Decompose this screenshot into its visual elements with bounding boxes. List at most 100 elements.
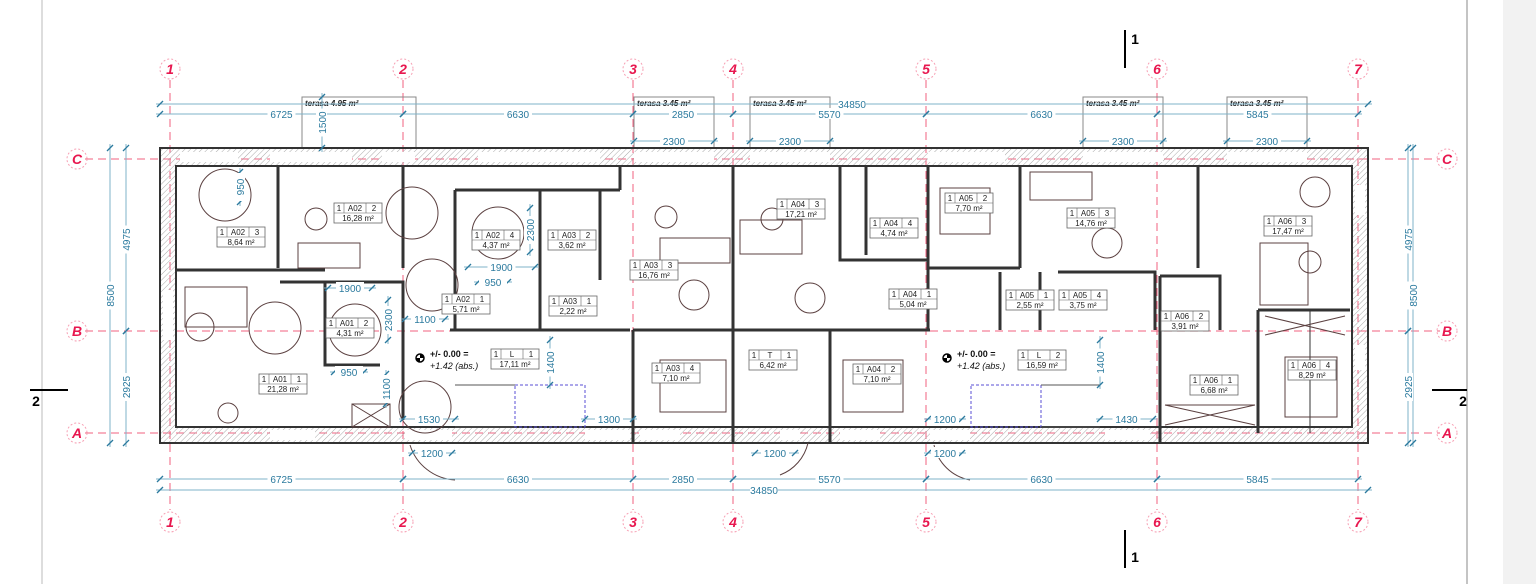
dimension-label-bg (660, 135, 688, 146)
axis-label-3: 3 (629, 514, 637, 530)
dimension-label-bg (761, 447, 789, 458)
room-number: 1 (1044, 291, 1049, 300)
room-area: 16,59 m² (1026, 361, 1058, 370)
dimension-tick (399, 110, 407, 118)
axis-label-4: 4 (728, 514, 737, 530)
axis-bubble (1146, 511, 1168, 533)
room-floor: 1 (1193, 376, 1198, 385)
axis-bubble (722, 58, 744, 80)
dimension-label-bg (504, 108, 532, 119)
dimension-tick (318, 144, 326, 152)
terrace-outline (749, 96, 831, 148)
dimension-label: 2850 (672, 110, 695, 121)
dimension-label: 8500 (1409, 284, 1420, 307)
room-number: 1 (787, 351, 792, 360)
dimension-tick (464, 263, 472, 271)
axis-label-2: 2 (398, 61, 407, 77)
dimension-tick (826, 137, 834, 145)
room-number: 4 (1097, 291, 1102, 300)
room-tag-dividers (1018, 350, 1066, 361)
room-unit: A04 (791, 200, 806, 209)
room-unit: A03 (563, 297, 578, 306)
dimension-label: 1100 (382, 378, 393, 400)
dimension-label: 6725 (270, 475, 293, 486)
dimension-tick (1096, 336, 1104, 344)
level-marker-icon-fill (416, 354, 424, 362)
dimension-label-bg (544, 348, 555, 377)
axis-bubble (159, 58, 181, 80)
room-floor: 1 (1009, 291, 1014, 300)
dimension-tick (399, 475, 407, 483)
dimension-tick (384, 296, 392, 304)
room-area: 21,28 m² (267, 385, 299, 394)
room-floor: 1 (1021, 351, 1026, 360)
room-area: 4,74 m² (880, 229, 907, 238)
dimension-tick (156, 100, 164, 108)
axis-bubble (392, 58, 414, 80)
axis-label-3: 3 (629, 61, 637, 77)
dimension-tick (629, 110, 637, 118)
room-number: 2 (891, 365, 896, 374)
dimension-label-bg (1402, 373, 1413, 401)
dimension-label: 6630 (1030, 475, 1053, 486)
room-floor: 1 (445, 295, 450, 304)
room-floor: 1 (892, 290, 897, 299)
terrace-outline (1226, 96, 1308, 148)
dimension-tick (1159, 137, 1167, 145)
room-unit: A01 (273, 375, 288, 384)
room-number: 3 (815, 200, 820, 209)
dimension-label-bg (1402, 225, 1413, 254)
dimension-label-bg (1253, 135, 1281, 146)
room-tag-dividers (1059, 290, 1107, 301)
room-area: 16,28 m² (342, 214, 374, 223)
room-unit: A06 (1302, 361, 1317, 370)
dimension-label-bg (120, 225, 131, 254)
dimension-tick (581, 415, 589, 423)
dimension-label: 1500 (318, 111, 329, 134)
room-number: 2 (586, 231, 591, 240)
dimension-label-bg (415, 413, 443, 424)
dimension-label-bg (411, 313, 439, 324)
room-number: 4 (908, 219, 913, 228)
dimension-tick (1096, 415, 1104, 423)
axis-bubble (1436, 320, 1458, 342)
dimension-label: 1900 (339, 284, 362, 295)
dimension-label: 5570 (818, 110, 841, 121)
axis-bubble (1347, 58, 1369, 80)
dimension-tick (1364, 486, 1372, 494)
dimension-label: 1200 (934, 449, 957, 460)
room-tag-dividers (259, 374, 307, 385)
axis-label-A: A (71, 425, 82, 441)
dimension-label-bg (267, 473, 296, 484)
dimension-tick (318, 93, 326, 101)
dimension-label: 2300 (779, 137, 802, 148)
dimension-label: 1400 (546, 351, 557, 374)
axis-bubble (66, 148, 88, 170)
dimension-tick (1354, 110, 1362, 118)
room-area: 17,47 m² (1272, 227, 1304, 236)
room-unit: T (768, 351, 773, 360)
room-tag-dividers (442, 294, 490, 305)
room-floor: 1 (780, 200, 785, 209)
room-number: 4 (1326, 361, 1331, 370)
dimension-label-bg (669, 108, 697, 119)
wheelchair-turning-circle (198, 168, 252, 222)
level-absolute: +1.42 (abs.) (430, 361, 478, 371)
dimension-tick (526, 204, 534, 212)
dimension-tick (1096, 381, 1104, 389)
dimension-label-bg (487, 261, 516, 272)
axis-bubble (1347, 511, 1369, 533)
room-number: 1 (480, 295, 485, 304)
room-tag-dividers (853, 364, 901, 375)
